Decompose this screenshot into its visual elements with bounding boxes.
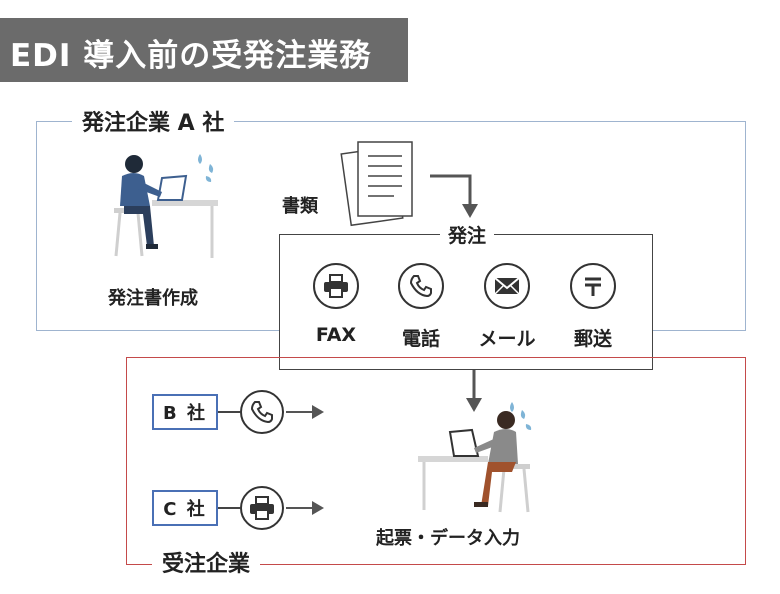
bent-arrow-icon — [430, 174, 478, 218]
receiving-company-label: 受注企業 — [152, 552, 261, 578]
order-methods-title: 発注 — [440, 225, 495, 247]
fax-icon — [240, 486, 284, 530]
down-arrow-icon — [466, 370, 482, 412]
arrow-shaft — [286, 507, 312, 509]
ordering-company-label: 発注企業 A 社 — [72, 111, 235, 137]
office-worker-b-icon — [418, 402, 532, 513]
method-phone-label: 電話 — [401, 328, 440, 350]
method-mail-label: メール — [478, 328, 536, 350]
mail-icon — [484, 263, 530, 309]
documents-label: 書類 — [282, 196, 318, 217]
arrow-head-icon — [312, 501, 324, 515]
slip-data-entry-label: 起票・データ入力 — [376, 528, 520, 549]
company-b-box: B 社 — [152, 394, 218, 430]
fax-icon — [313, 263, 359, 309]
postal-mark-icon — [570, 263, 616, 309]
order-form-creation-label: 発注書作成 — [108, 288, 198, 309]
title-banner — [0, 18, 408, 82]
method-post-label: 郵送 — [573, 328, 612, 350]
documents-icon — [340, 141, 413, 227]
phone-icon — [240, 390, 284, 434]
company-c-box: C 社 — [152, 490, 218, 526]
page-title: EDI 導入前の受発注業務 — [10, 38, 372, 74]
connector-line — [218, 507, 240, 509]
connector-line — [218, 411, 240, 413]
arrow-head-icon — [312, 405, 324, 419]
method-fax-label: FAX — [315, 324, 357, 346]
phone-icon — [398, 263, 444, 309]
office-worker-a-icon — [114, 154, 218, 258]
receiving-company-group — [126, 357, 746, 565]
arrow-shaft — [286, 411, 312, 413]
